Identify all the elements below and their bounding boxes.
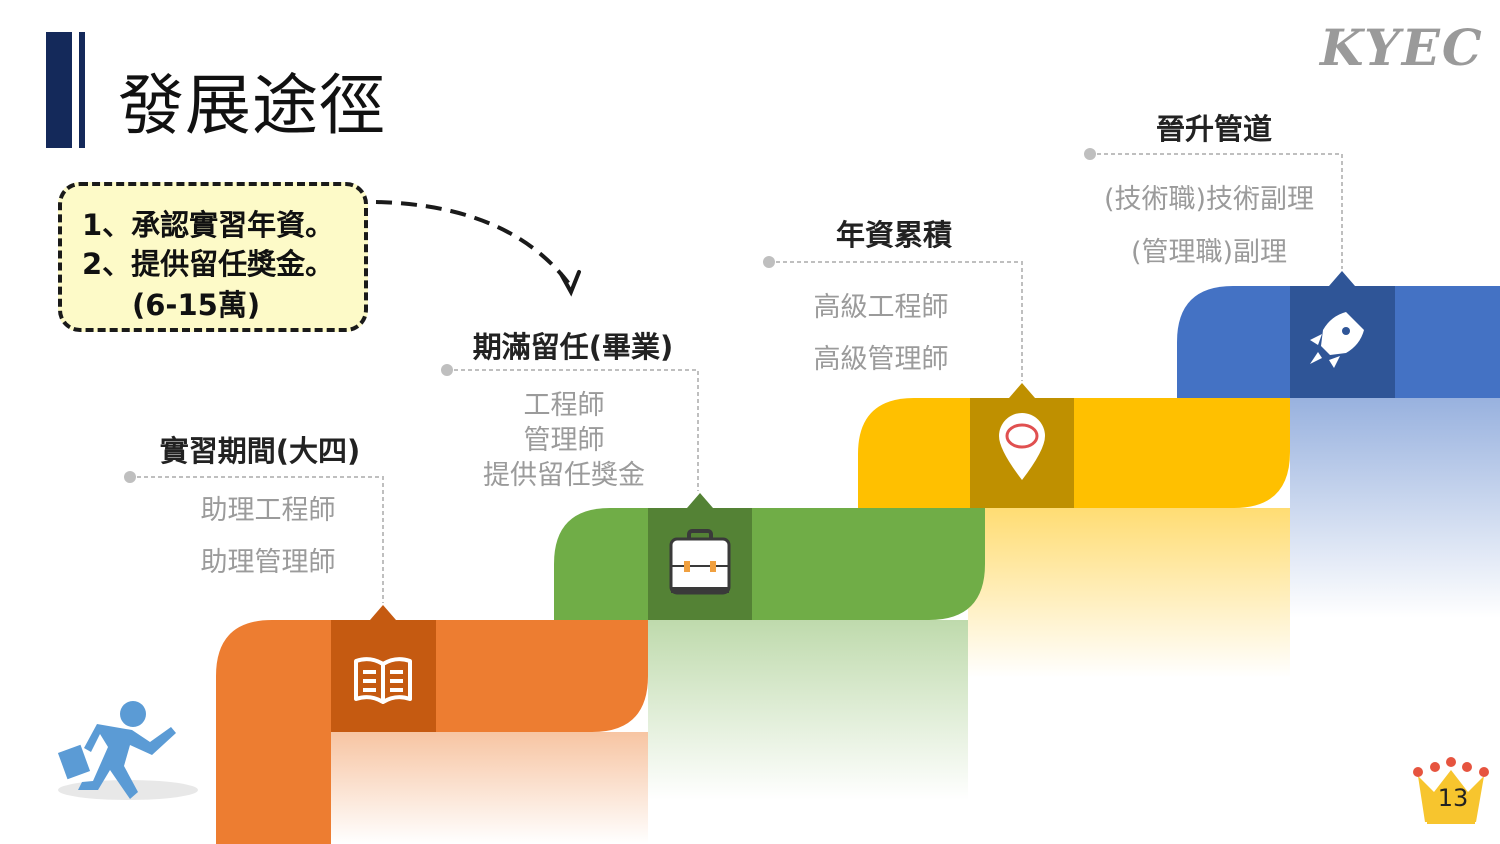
note-line-3: (6-15萬) bbox=[132, 288, 261, 322]
step-3-item-1: 高級工程師 bbox=[813, 292, 949, 323]
step-4-item-2: (管理職)副理 bbox=[1130, 237, 1288, 268]
step-4-title: 晉升管道 bbox=[1155, 112, 1272, 146]
briefcase-icon bbox=[669, 529, 731, 595]
step-2-band bbox=[554, 508, 985, 620]
arrow-head bbox=[559, 270, 581, 297]
step-2-title: 期滿留任(畢業) bbox=[472, 330, 674, 364]
book-icon bbox=[354, 657, 412, 704]
step-4-pointer bbox=[1329, 271, 1355, 286]
step-1-item-2: 助理管理師 bbox=[200, 547, 336, 578]
title-accent-bar bbox=[46, 32, 72, 148]
dashed-arrow bbox=[375, 200, 572, 287]
step-3-item-2: 高級管理師 bbox=[813, 344, 949, 375]
step-2-item-1: 工程師 bbox=[523, 390, 605, 421]
note-line-1: 1、承認實習年資。 bbox=[82, 208, 335, 242]
step-1-pointer bbox=[370, 605, 396, 620]
yellow-step-shadow bbox=[968, 508, 1290, 678]
running-person-icon bbox=[57, 701, 198, 800]
step-4-item-1: (技術職)技術副理 bbox=[1103, 184, 1315, 215]
title-accent-bar-thin bbox=[79, 32, 85, 148]
step-2-item-3: 提供留任獎金 bbox=[483, 460, 645, 491]
step-3-title: 年資累積 bbox=[835, 218, 952, 252]
note-box: 1、承認實習年資。 2、提供留任獎金。 (6-15萬) bbox=[58, 182, 368, 332]
leader-dot-1 bbox=[124, 471, 136, 483]
company-logo: KYEC bbox=[1320, 18, 1484, 77]
page-title: 發展途徑 bbox=[118, 67, 386, 144]
step-1-item-1: 助理工程師 bbox=[200, 495, 336, 526]
leader-lines bbox=[130, 153, 1343, 603]
page-number: 13 bbox=[1437, 784, 1469, 812]
map-pin-icon bbox=[999, 413, 1045, 480]
crown-icon bbox=[1413, 757, 1489, 824]
step-3-pointer bbox=[1009, 383, 1035, 398]
leader-dot-3 bbox=[763, 256, 775, 268]
note-line-2: 2、提供留任獎金。 bbox=[82, 247, 335, 281]
step-1-title: 實習期間(大四) bbox=[159, 434, 361, 468]
blue-step-shadow bbox=[1290, 398, 1500, 618]
step-2-pointer bbox=[687, 493, 713, 508]
orange-step-shadow bbox=[331, 732, 648, 844]
leader-dot-2 bbox=[441, 364, 453, 376]
rocket-icon bbox=[1310, 312, 1364, 368]
step-2-item-2: 管理師 bbox=[523, 425, 605, 456]
green-step-shadow bbox=[648, 620, 968, 800]
leader-dot-4 bbox=[1084, 148, 1096, 160]
